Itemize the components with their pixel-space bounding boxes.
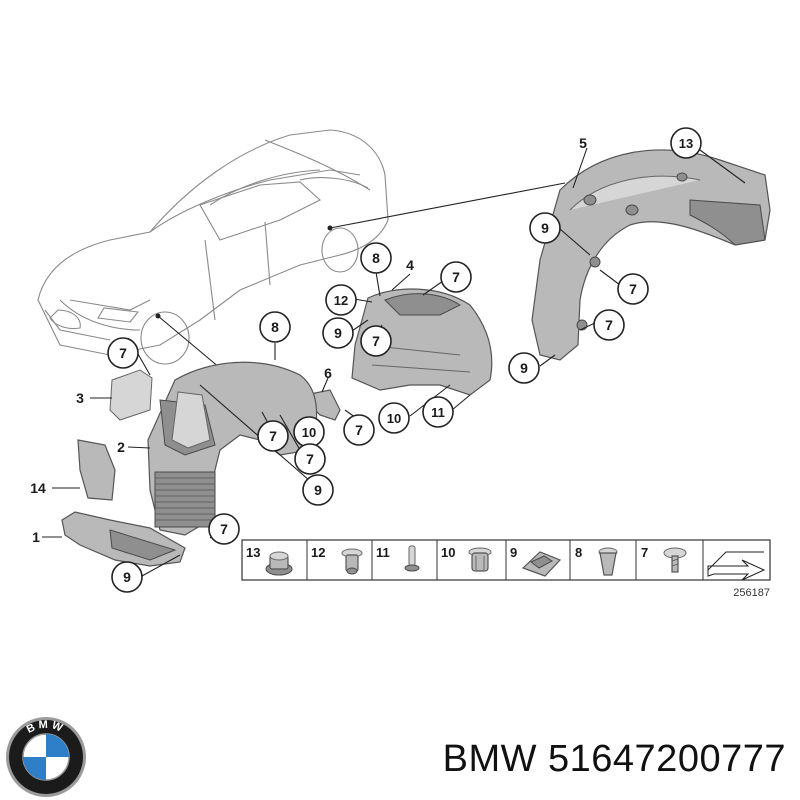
legend-label-11: 11 [376,545,390,560]
callout-13: 13 [679,136,693,151]
callout-7-circle [208,513,240,545]
callout-9: 9 [334,325,342,341]
callout-3: 3 [76,390,84,406]
callout-13-circle [670,127,702,159]
expanding-nut-icon [468,547,492,572]
svg-text:BMW: BMW [25,719,67,736]
callout-9: 9 [314,482,322,498]
legend-label-12: 12 [311,545,325,560]
nut-icon [265,551,293,576]
callout-7-circle [107,337,139,369]
vent-grille [154,471,216,528]
callout-9-circle [302,474,334,506]
callout-7: 7 [452,269,460,285]
callout-7: 7 [629,281,637,297]
callout-7: 7 [372,333,380,349]
callout-7: 7 [119,345,127,361]
clip-nut-icon [521,551,562,577]
callout-7-circle [294,443,326,475]
car-outline [37,129,389,365]
callout-9-circle [111,561,143,593]
callout-9: 9 [123,569,131,585]
callout-7: 7 [605,317,613,333]
brand-part-number: BMW 51647200777 [442,738,786,780]
callout-4: 4 [406,257,414,273]
legend-label-8: 8 [575,545,582,560]
callout-9: 9 [541,220,549,236]
bmw-logo: BMW [6,717,86,797]
callout-12-circle [325,284,357,316]
leader-rear-wheel [329,182,566,229]
callout-7: 7 [306,451,314,467]
logo-blue-quadrant [46,734,69,757]
callouts: 5 13 9 7 7 9 8 4 7 12 9 7 8 6 7 3 2 14 1… [30,127,702,593]
callout-7: 7 [220,521,228,537]
callout-6: 6 [324,365,332,381]
plug-icon [598,547,618,576]
legend-label-7: 7 [641,545,648,560]
callout-9: 9 [520,360,528,376]
callout-11-circle [422,396,454,428]
underbody-cover [61,511,186,567]
fastener-legend: 13 12 11 10 9 8 [241,539,771,581]
callout-11: 11 [431,405,445,420]
callout-10: 10 [302,425,316,440]
callout-7-circle [257,420,289,452]
callout-7-circle [343,414,375,446]
sealing-plate [77,439,116,501]
legend-label-9: 9 [510,545,517,560]
callout-14: 14 [30,480,46,496]
cover-panel [109,369,153,421]
callout-9-circle [322,317,354,349]
diagram-reference-number: 256187 [733,587,770,599]
callout-10: 10 [387,411,401,426]
callout-12: 12 [334,293,348,308]
logo-blue-quadrant [23,757,46,780]
callout-1: 1 [32,529,40,545]
callout-8-circle [360,242,392,274]
front-wheel-arch-liner [147,361,318,536]
callout-7-circle [360,325,392,357]
leader-front-wheel [157,315,221,369]
callout-7: 7 [269,428,277,444]
callout-9-circle [508,352,540,384]
callout-8-circle [259,311,291,343]
legend-label-13: 13 [246,545,260,560]
callout-10-circle [378,402,410,434]
callout-5: 5 [579,135,587,151]
callout-9-circle [529,212,561,244]
callout-7-circle [617,273,649,305]
screw-icon [663,547,687,573]
rivet-icon [404,545,420,572]
wheel-housing-section [351,288,493,396]
clip-icon [341,548,363,575]
callout-8: 8 [271,319,279,335]
callout-7: 7 [355,422,363,438]
legend-label-10: 10 [441,545,455,560]
callout-7-circle [593,309,625,341]
callout-7-circle [440,261,472,293]
logo-lettering: BMW [25,719,64,736]
callout-2: 2 [117,439,125,455]
arrow-icon [707,551,766,581]
callout-8: 8 [372,250,380,266]
rear-wheel-arch-liner [531,149,771,361]
